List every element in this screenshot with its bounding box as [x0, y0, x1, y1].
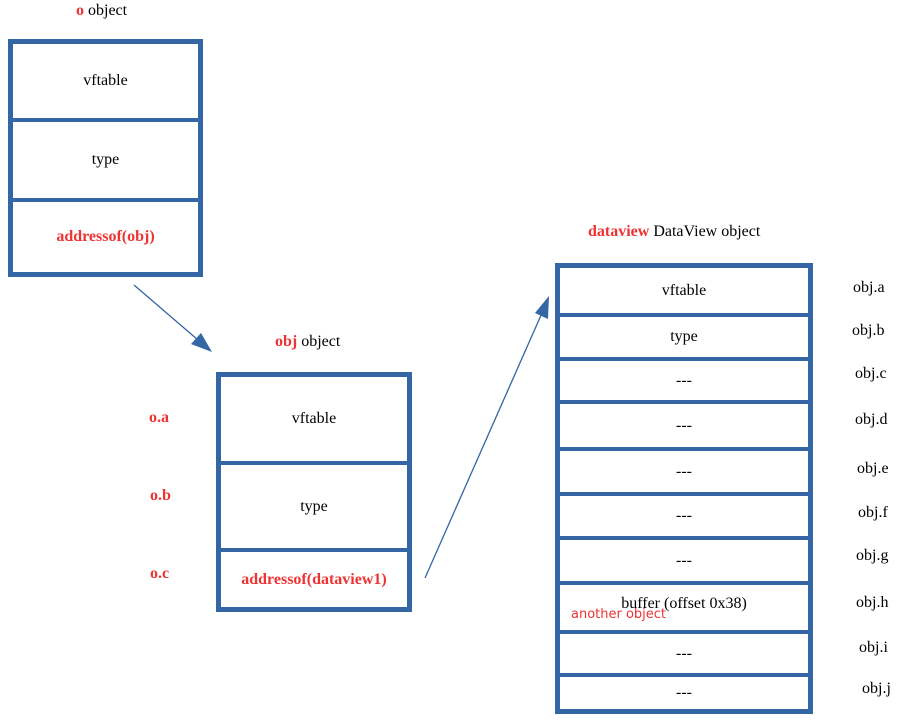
dv-cell-j: --- — [560, 673, 808, 709]
label-obj-b: obj.b — [852, 322, 885, 339]
label-obj-f: obj.f — [858, 504, 888, 521]
dv-cell-vftable: vftable — [661, 281, 707, 299]
obj-cell-addressof-dataview1: addressof(dataview1) — [221, 548, 407, 607]
label-obj-c: obj.c — [855, 365, 887, 382]
label-obj-i: obj.i — [859, 639, 888, 656]
dv-cell-c: --- — [560, 357, 808, 400]
o-object-title: o object — [76, 2, 127, 20]
obj-object-name: obj — [275, 333, 298, 350]
dataview-object-suffix: DataView object — [653, 223, 761, 240]
dataview-object-box: vftable type --- --- --- --- --- buffer … — [555, 263, 813, 714]
dv-cell-f: --- — [560, 492, 808, 536]
arrow-obj-to-dataview — [424, 296, 549, 579]
dv-cell-buffer: buffer (offset 0x38) — [560, 581, 808, 630]
obj-object-box: vftable type addressof(dataview1) — [216, 372, 412, 612]
obj-cell-type: type — [221, 461, 407, 548]
dv-cell-buffer-label: buffer (offset 0x38) — [621, 594, 747, 612]
arrow-o-to-obj — [133, 284, 212, 352]
o-cell-type: type — [13, 118, 198, 198]
label-obj-d: obj.d — [855, 411, 888, 428]
label-obj-a: obj.a — [853, 279, 885, 296]
o-cell-addressof-obj: addressof(obj) — [13, 198, 198, 272]
label-obj-j: obj.j — [862, 680, 891, 697]
dv-cell-i: --- — [560, 630, 808, 673]
label-o-a: o.a — [149, 409, 169, 426]
label-o-b: o.b — [150, 487, 171, 504]
o-object-suffix: object — [88, 2, 128, 19]
label-obj-e: obj.e — [857, 460, 889, 477]
dataview-object-name: dataview — [588, 223, 650, 240]
another-object-note: another object — [571, 607, 667, 622]
dv-cell-d: --- — [560, 400, 808, 447]
dv-cell-type: type — [560, 313, 808, 357]
o-cell-vftable: vftable — [83, 72, 128, 89]
dv-cell-e: --- — [560, 447, 808, 492]
obj-object-title: obj object — [275, 333, 340, 351]
label-obj-g: obj.g — [856, 547, 889, 564]
obj-cell-vftable: vftable — [291, 410, 337, 427]
label-o-c: o.c — [150, 565, 170, 582]
o-object-box: vftable type addressof(obj) — [8, 39, 203, 277]
o-object-name: o — [76, 2, 84, 19]
dataview-object-title: dataview DataView object — [588, 223, 760, 241]
obj-object-suffix: object — [301, 333, 341, 350]
label-obj-h: obj.h — [856, 594, 889, 611]
dv-cell-g: --- — [560, 536, 808, 581]
